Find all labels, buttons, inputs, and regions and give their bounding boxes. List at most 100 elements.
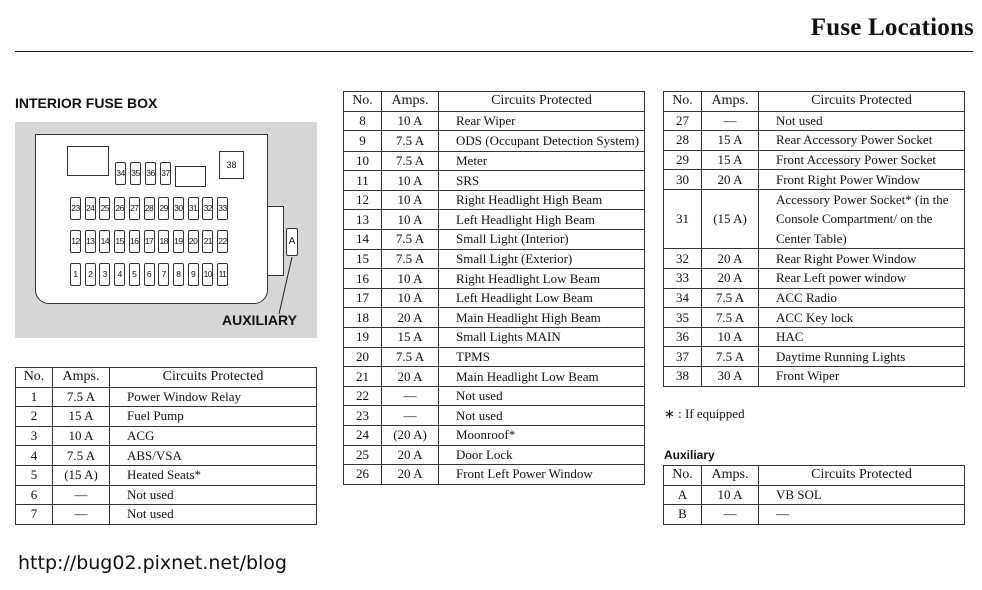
fuse-circuit: VB SOL [758, 484, 965, 506]
fuse-circuit: ACC Key lock [758, 307, 965, 328]
header-amps: Amps. [701, 91, 759, 112]
page-title: Fuse Locations [810, 14, 974, 41]
fuse-amps: — [701, 504, 759, 525]
fuse-number: 15 [343, 248, 382, 270]
auxiliary-diagram-label: AUXILIARY [222, 312, 297, 328]
header-amps: Amps. [701, 465, 759, 486]
fuse-amps: 20 A [381, 366, 439, 387]
fuse-number: 13 [343, 209, 382, 231]
fuse-amps: 10 A [381, 170, 439, 191]
fuse-amps: — [381, 405, 439, 426]
fuse-number: 37 [663, 346, 702, 368]
fuse-amps: 10 A [701, 484, 759, 506]
fuse-circuit: Main Headlight High Beam [438, 307, 645, 329]
fuse-amps: 20 A [381, 444, 439, 466]
fuse-number: 38 [663, 366, 702, 387]
fuse-amps: 20 A [381, 307, 439, 329]
fuse-amps: — [52, 504, 110, 525]
fuse-amps: 7.5 A [52, 445, 110, 466]
fuse-number: 31 [663, 188, 702, 250]
table-row: 5(15 A)Heated Seats* [15, 464, 317, 486]
fuse-amps: 15 A [381, 327, 439, 348]
interior-fuse-box-label: INTERIOR FUSE BOX [15, 95, 158, 111]
fuse-circuit: Accessory Power Socket* (in the Console … [758, 188, 965, 250]
fuse-number: 27 [663, 110, 702, 132]
fuse-circuit: Rear Accessory Power Socket [758, 130, 965, 151]
fuse-circuit: Door Lock [438, 444, 645, 466]
auxiliary-fuse-holder [267, 206, 284, 276]
fuse-slot: 23 [70, 197, 81, 220]
fuse-amps: 20 A [701, 248, 759, 270]
source-url[interactable]: http://bug02.pixnet.net/blog [18, 552, 287, 574]
fuse-amps: 20 A [701, 169, 759, 190]
fuse-slot: 27 [128, 197, 140, 220]
fuse-number: 14 [343, 229, 382, 250]
fuse-slot: 9 [187, 263, 199, 286]
fuse-slot: 22 [217, 230, 228, 253]
fuse-circuit: HAC [758, 326, 965, 348]
fuse-amps: 7.5 A [381, 150, 439, 172]
fuse-slot: 37 [160, 162, 171, 185]
fuse-circuit: Rear Wiper [438, 110, 645, 132]
fuse-number: 29 [663, 149, 702, 171]
header-no: No. [663, 91, 702, 112]
title-divider [15, 51, 973, 52]
fuse-number: 1 [15, 386, 53, 408]
fuse-slot: 14 [99, 230, 111, 253]
table-header-row: No. Amps. Circuits Protected [15, 367, 317, 388]
fuse-number: 26 [343, 464, 382, 485]
header-amps: Amps. [381, 91, 439, 112]
fuse-circuit: SRS [438, 170, 645, 191]
fuse-slot: 28 [143, 197, 155, 220]
fuse-number: 22 [343, 385, 382, 407]
fuse-amps: (15 A) [701, 188, 759, 250]
fuse-amps: (20 A) [381, 425, 439, 446]
fuse-slot: 33 [217, 197, 228, 220]
fuse-slot: 36 [145, 162, 156, 185]
fuse-number: 19 [343, 327, 382, 348]
fuse-amps: 7.5 A [381, 346, 439, 368]
fuse-table-3: No. Amps. Circuits Protected 27—Not used… [663, 91, 965, 387]
table-row: 27—Not used [663, 110, 965, 132]
fuse-number: 24 [343, 425, 382, 446]
fuse-amps: 10 A [701, 326, 759, 348]
fuse-slot: 13 [84, 230, 96, 253]
fuse-circuit: Fuel Pump [109, 406, 317, 427]
fuse-number: A [663, 484, 702, 506]
fuse-circuit: Not used [438, 405, 645, 426]
fuse-slot: 6 [143, 263, 155, 286]
fuse-slot: 2 [84, 263, 96, 286]
fuse-amps: 10 A [52, 425, 110, 447]
fuse-slot: 32 [202, 197, 214, 220]
fuse-slot: 5 [128, 263, 140, 286]
fuse-amps: 7.5 A [381, 248, 439, 270]
table-row: 24(20 A)Moonroof* [343, 425, 645, 446]
fuse-circuit: Small Lights MAIN [438, 327, 645, 348]
fuse-circuit: Heated Seats* [109, 464, 317, 486]
fuse-circuit: Moonroof* [438, 425, 645, 446]
fuse-number: 10 [343, 150, 382, 172]
fuse-slot: 26 [114, 197, 126, 220]
fuse-number: 20 [343, 346, 382, 368]
fuse-amps: 15 A [701, 149, 759, 171]
fuse-number: 12 [343, 189, 382, 211]
fuse-number: 18 [343, 307, 382, 329]
fuse-slot: 31 [187, 197, 199, 220]
fuse-circuit: Rear Left power window [758, 268, 965, 289]
